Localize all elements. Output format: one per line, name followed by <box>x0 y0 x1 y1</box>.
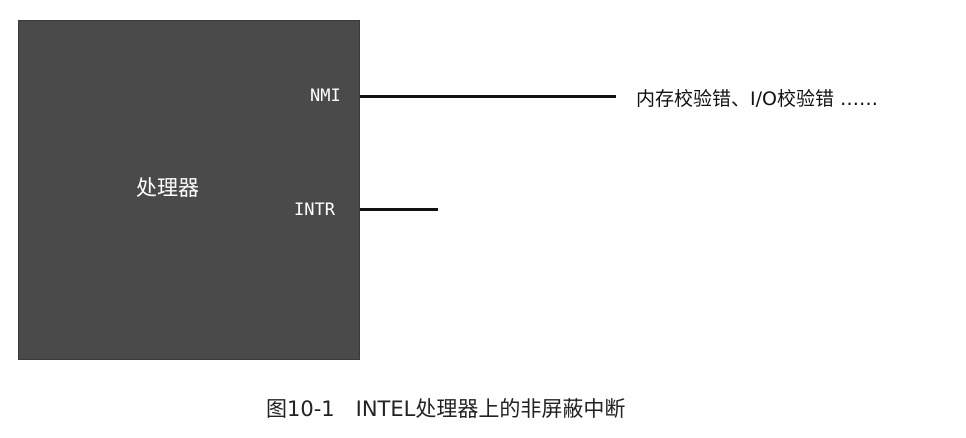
nmi-pin-label: NMI <box>310 86 341 106</box>
intr-pin-label: INTR <box>294 200 335 220</box>
intr-line <box>360 208 438 211</box>
nmi-line <box>360 95 616 98</box>
processor-block <box>18 20 360 360</box>
figure-caption: 图10-1 INTEL处理器上的非屏蔽中断 <box>266 397 626 421</box>
nmi-sources-label: 内存校验错、I/O校验错 …… <box>636 88 879 110</box>
processor-label: 处理器 <box>136 176 199 200</box>
